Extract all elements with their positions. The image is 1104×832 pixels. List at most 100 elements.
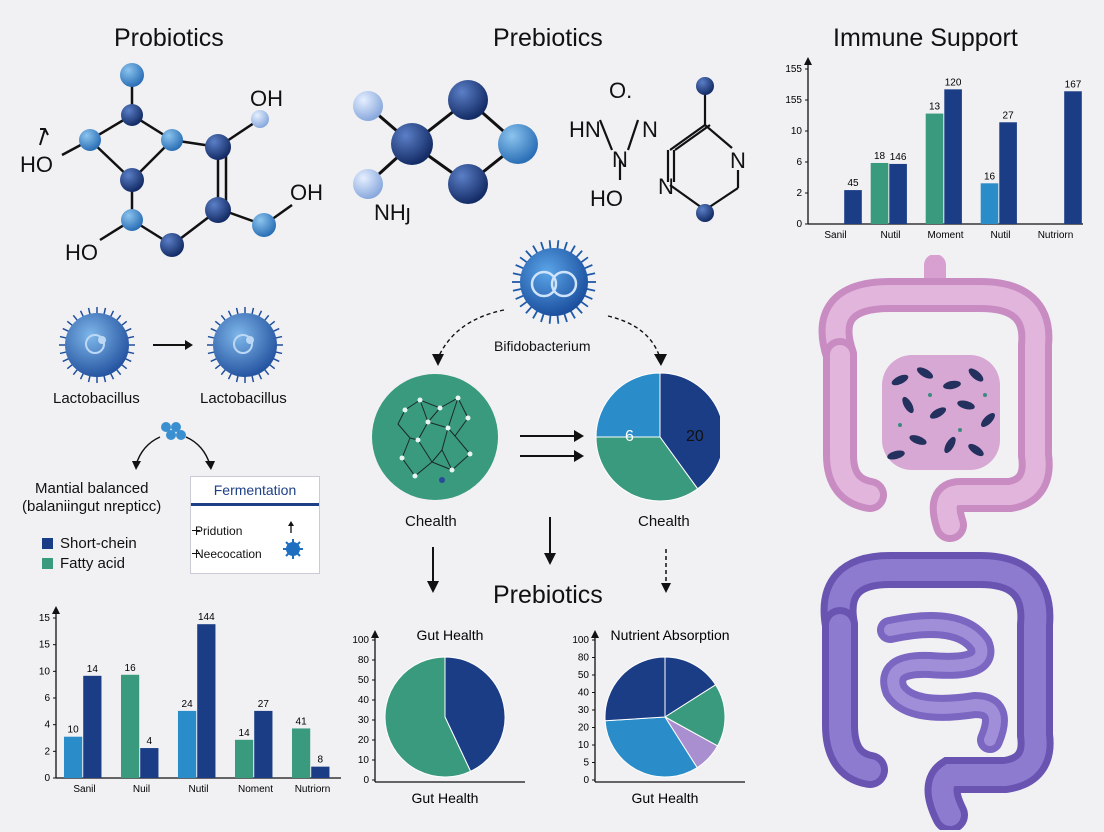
x-tick-label: Moment xyxy=(927,230,963,241)
y-tick-label: 100 xyxy=(352,635,369,646)
title-center-prebiotics: Prebiotics xyxy=(493,581,603,609)
label-n-right: N xyxy=(642,117,658,142)
bar xyxy=(889,163,907,224)
bar-data-label: 8 xyxy=(318,755,324,766)
y-tick-label: 100 xyxy=(572,635,589,646)
y-tick-label: 0 xyxy=(583,775,589,786)
balance-arrows-diagram xyxy=(132,422,215,470)
bar xyxy=(234,739,254,778)
bar-data-label: 146 xyxy=(890,152,907,163)
y-tick-label: 80 xyxy=(358,655,370,666)
bar-data-label: 14 xyxy=(239,728,251,739)
y-tick-label: 40 xyxy=(358,695,370,706)
arrow-down-icon xyxy=(654,354,667,366)
y-tick-label: 6 xyxy=(44,693,50,704)
x-tick-label: Nutil xyxy=(880,230,900,241)
bar-data-label: 24 xyxy=(182,699,194,710)
fermentation-microbe-icon xyxy=(283,521,303,559)
y-tick-label: 155 xyxy=(785,64,802,75)
arrow-down-icon xyxy=(661,583,671,593)
fermentation-item-1: Pridution xyxy=(195,524,243,538)
pie-slice xyxy=(444,656,506,772)
label-oh-right: OH xyxy=(290,180,323,205)
arrow-down-icon xyxy=(427,581,439,593)
y-tick-label: 15 xyxy=(39,640,51,651)
bar-data-label: 45 xyxy=(847,178,859,189)
label-bifidobacterium: Bifidobacterium xyxy=(494,338,591,354)
bar-data-label: 14 xyxy=(87,664,99,675)
pie-slice xyxy=(604,716,698,778)
bar-data-label: 144 xyxy=(198,612,215,623)
center-down-arrows xyxy=(427,517,671,593)
y-tick-label: 15 xyxy=(39,613,51,624)
bar-data-label: 27 xyxy=(258,699,270,710)
fermentation-panel: Fermentation Pridution Neecocation xyxy=(190,476,320,574)
bifidobacterium-diagram xyxy=(372,240,720,502)
pie-slice xyxy=(664,684,726,747)
title-prebiotics: Prebiotics xyxy=(493,24,603,52)
bar xyxy=(140,748,159,778)
y-tick-label: 50 xyxy=(358,675,370,686)
pie-slice xyxy=(384,656,472,778)
pie-value-20: 20 xyxy=(686,428,704,445)
bar xyxy=(254,710,273,778)
bar-data-label: 41 xyxy=(296,716,308,727)
pie-value-6: 6 xyxy=(625,428,634,445)
y-tick-label: 0 xyxy=(363,775,369,786)
probiotic-molecule-diagram xyxy=(39,63,293,257)
lactobacillus-diagram xyxy=(59,307,283,383)
bar xyxy=(925,113,944,224)
pie-slice xyxy=(659,372,720,490)
pie-slice xyxy=(664,656,717,718)
y-tick-label: 50 xyxy=(578,670,590,681)
label-ho-left: HO xyxy=(20,152,53,177)
bar xyxy=(944,89,962,224)
label-lactobacillus-right: Lactobacillus xyxy=(200,390,287,407)
y-tick-label: 30 xyxy=(358,715,370,726)
bar xyxy=(63,736,83,778)
pie-xlabel: Gut Health xyxy=(412,790,479,806)
bar-data-label: 27 xyxy=(1003,110,1015,121)
y-tick-label: 5 xyxy=(583,758,589,769)
y-tick-label: 10 xyxy=(791,126,803,137)
atom xyxy=(120,63,144,87)
bar xyxy=(1064,91,1082,224)
label-oh-top: OH xyxy=(250,86,283,111)
balance-line-2: (balaniingut nrepticc) xyxy=(22,498,162,515)
x-tick-label: Noment xyxy=(238,784,273,795)
arrow-down-icon xyxy=(544,553,556,565)
y-tick-label: 10 xyxy=(358,755,370,766)
bifidobacterium-cell-icon xyxy=(520,248,588,316)
intestine-illustration-pink xyxy=(818,255,1053,542)
y-tick-label: 40 xyxy=(578,688,590,699)
y-tick-label: 20 xyxy=(578,723,590,734)
ring-structure-diagram xyxy=(598,77,740,222)
bar-data-label: 10 xyxy=(68,725,80,736)
legend-label-short-chain: Short-chein xyxy=(60,535,137,552)
x-tick-label: Nuil xyxy=(133,784,150,795)
bar-data-label: 13 xyxy=(929,102,941,113)
y-tick-label: 30 xyxy=(578,705,590,716)
balance-line-1: Mantial balanced xyxy=(35,480,149,497)
fermentation-header: Fermentation xyxy=(191,477,319,506)
x-tick-label: Sanil xyxy=(824,230,846,241)
y-tick-label: 2 xyxy=(44,746,50,757)
x-tick-label: Nutil xyxy=(188,784,208,795)
bar xyxy=(177,710,197,778)
bar xyxy=(291,728,311,778)
title-probiotics: Probiotics xyxy=(114,24,224,52)
bar xyxy=(980,183,999,224)
bar xyxy=(311,766,330,778)
pie-title: Nutrient Absorption xyxy=(610,627,729,643)
prebiotic-ball-molecule xyxy=(353,80,538,204)
lactobacillus-cell-icon xyxy=(213,313,277,377)
y-tick-label: 2 xyxy=(796,188,802,199)
bar-data-label: 4 xyxy=(147,736,153,747)
bar-data-label: 18 xyxy=(874,151,886,162)
label-ho-bottom: HO xyxy=(65,240,98,265)
x-tick-label: Nutriorn xyxy=(295,784,331,795)
intestine-illustration-purple xyxy=(820,552,1054,830)
bar xyxy=(197,624,216,778)
